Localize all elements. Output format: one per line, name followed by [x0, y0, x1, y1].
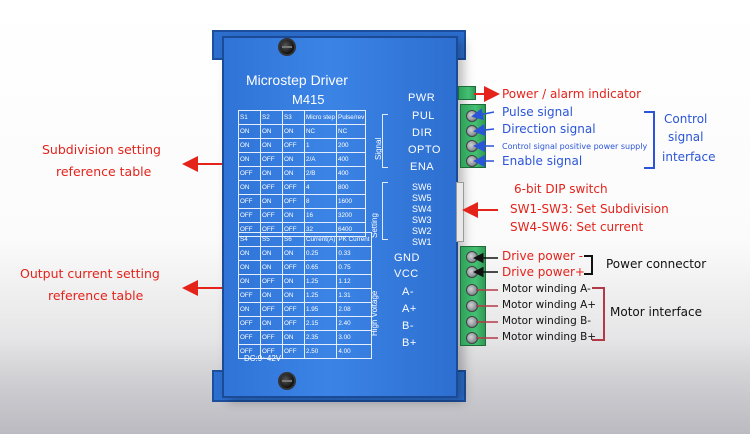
drive-power-minus-annotation: Drive power - — [502, 249, 584, 263]
setting-bracket — [382, 182, 388, 240]
sw5-label: SW5 — [412, 193, 432, 203]
current-table-cell: 2.50 — [303, 344, 338, 359]
power-alarm-annotation: Power / alarm indicator — [502, 87, 642, 101]
pulse-signal-annotation: Pulse signal — [502, 105, 573, 119]
direction-signal-annotation: Direction signal — [502, 122, 596, 136]
current-annotation-line2: reference table — [48, 288, 144, 303]
motor-a-plus-annotation: Motor winding A+ — [502, 299, 597, 311]
motor-interface-annotation: Motor interface — [610, 305, 703, 319]
motor-a-minus-label: A- — [402, 286, 414, 298]
power-connector-annotation: Power connector — [606, 257, 707, 271]
power-spec-label: DC:9~42V — [244, 354, 282, 363]
opto-label: OPTO — [408, 144, 441, 156]
motor-a-minus-annotation: Motor winding A- — [502, 283, 591, 295]
motor-b-plus-label: B+ — [402, 337, 417, 349]
control-group-line1: Control — [664, 112, 708, 126]
subdivision-annotation-line1: Subdivision setting — [42, 142, 161, 157]
subdivision-annotation-line2: reference table — [56, 164, 152, 179]
pul-label: PUL — [412, 110, 435, 122]
enable-signal-annotation: Enable signal — [502, 154, 583, 168]
sw2-label: SW2 — [412, 226, 432, 236]
sw3-label: SW3 — [412, 215, 432, 225]
current-annotation-line1: Output current setting — [20, 266, 160, 281]
opto-signal-annotation: Control signal positive power supply — [502, 142, 648, 151]
motor-b-minus-annotation: Motor winding B- — [502, 315, 592, 327]
control-group-line3: interface — [662, 150, 716, 164]
motor-b-minus-label: B- — [402, 320, 414, 332]
current-table-cell: 4.00 — [336, 344, 372, 359]
ena-label: ENA — [410, 161, 435, 173]
signal-bracket — [382, 114, 388, 168]
bottom-screw-icon — [278, 372, 296, 390]
dip-annotation-line2: SW1-SW3: Set Subdivision — [510, 202, 669, 216]
dir-label: DIR — [412, 127, 433, 139]
device-title: Microstep Driver — [246, 72, 348, 88]
drive-power-plus-annotation: Drive power+ — [502, 265, 585, 279]
dip-annotation-line3: SW4-SW6: Set current — [510, 220, 644, 234]
pwr-label: PWR — [408, 92, 436, 104]
top-screw-icon — [278, 38, 296, 56]
vcc-label: VCC — [394, 268, 419, 280]
motor-a-plus-label: A+ — [402, 303, 417, 315]
sw4-label: SW4 — [412, 204, 432, 214]
control-group-line2: signal — [668, 130, 704, 144]
gnd-label: GND — [394, 252, 420, 264]
dip-annotation-line1: 6-bit DIP switch — [514, 182, 608, 196]
sw1-label: SW1 — [412, 237, 432, 247]
motor-b-plus-annotation: Motor winding B+ — [502, 331, 597, 343]
sw6-label: SW6 — [412, 182, 432, 192]
device-model: M415 — [292, 92, 325, 107]
